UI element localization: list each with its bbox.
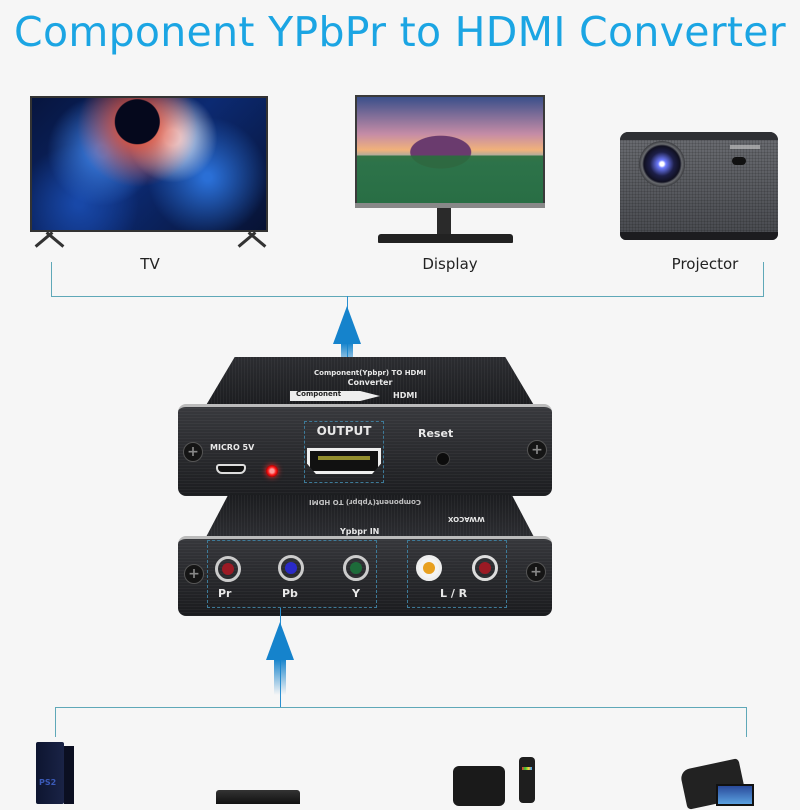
output-bus-line xyxy=(51,296,764,297)
rca-jack-pb[interactable] xyxy=(278,555,304,581)
rca-jack-y[interactable] xyxy=(343,555,369,581)
arrow-shaft xyxy=(274,659,286,695)
camcorder-screen xyxy=(716,784,754,806)
converter-top-panel xyxy=(205,357,535,407)
monitor-icon xyxy=(355,95,545,205)
flow-from-label: Component xyxy=(296,390,342,398)
input-section-label: Ypbpr IN xyxy=(340,527,380,536)
input-bus-line xyxy=(55,707,747,708)
connector-line-projector xyxy=(763,262,764,296)
connector-line-camcorder xyxy=(746,707,747,737)
rca-right-core xyxy=(479,562,491,574)
converter-bottom-panel xyxy=(205,495,535,539)
output-label-projector: Projector xyxy=(671,255,739,273)
output-highlight-box xyxy=(304,421,384,483)
console-side xyxy=(64,746,74,804)
converter-product-subtitle: Converter xyxy=(347,378,393,387)
screw-icon: + xyxy=(527,440,547,460)
tv-foot-left xyxy=(45,231,65,248)
converter-product-name: Component(Ypbpr) TO HDMI xyxy=(314,369,426,377)
rca-pb-core xyxy=(285,562,297,574)
projector-top xyxy=(620,132,778,140)
connector-line-console xyxy=(55,707,56,737)
flow-arrow-icon: Component xyxy=(290,391,380,401)
projector-bottom xyxy=(620,232,778,240)
tv-icon xyxy=(30,96,268,232)
brand-logo: WWACOX xyxy=(448,515,485,523)
projector-sensor xyxy=(732,157,746,165)
blu-ray-player-icon xyxy=(216,790,300,804)
video-input-group xyxy=(207,540,377,608)
rca-left-core xyxy=(423,562,435,574)
rca-y-core xyxy=(350,562,362,574)
game-console-icon xyxy=(36,742,64,804)
tv-foot-right xyxy=(247,231,267,248)
connector-line-tv xyxy=(51,262,52,296)
power-port-label: MICRO 5V xyxy=(210,443,255,452)
output-label-tv: TV xyxy=(140,255,160,273)
monitor-bezel xyxy=(355,203,545,208)
micro-usb-port[interactable] xyxy=(216,464,246,474)
arrow-up-icon xyxy=(266,622,294,660)
monitor-stand-base xyxy=(378,234,513,243)
output-port-label: OUTPUT xyxy=(316,424,372,438)
output-label-display: Display xyxy=(422,255,478,273)
screw-icon: + xyxy=(183,442,203,462)
page-title: Component YPbPr to HDMI Converter xyxy=(14,8,786,56)
audio-input-group xyxy=(407,540,507,608)
audio-label: L / R xyxy=(440,587,468,600)
flow-to-label: HDMI xyxy=(393,391,418,400)
reset-button[interactable] xyxy=(436,452,450,466)
converter-product-name-mirrored: Component(Ypbpr) TO HDMI xyxy=(309,498,421,506)
screw-icon: + xyxy=(526,562,546,582)
rca-jack-pr[interactable] xyxy=(215,556,241,582)
hdmi-pins xyxy=(318,456,370,460)
rca-label-y: Y xyxy=(352,587,360,600)
rca-pr-core xyxy=(222,563,234,575)
rca-jack-audio-left[interactable] xyxy=(416,555,442,581)
rca-label-pr: Pr xyxy=(218,587,232,600)
projector-logo xyxy=(730,145,760,149)
tv-box-icon xyxy=(453,766,505,806)
monitor-stand-neck xyxy=(437,208,451,236)
rca-jack-audio-right[interactable] xyxy=(472,555,498,581)
arrow-up-icon xyxy=(333,306,361,344)
remote-control-icon xyxy=(519,757,535,803)
console-logo: PS2 xyxy=(39,778,57,787)
hdmi-output-port[interactable] xyxy=(307,448,381,474)
rca-label-pb: Pb xyxy=(282,587,298,600)
reset-label: Reset xyxy=(418,427,454,440)
projector-lens-icon xyxy=(639,141,685,187)
screw-icon: + xyxy=(184,564,204,584)
remote-buttons xyxy=(522,767,532,770)
power-led-indicator xyxy=(266,465,278,477)
